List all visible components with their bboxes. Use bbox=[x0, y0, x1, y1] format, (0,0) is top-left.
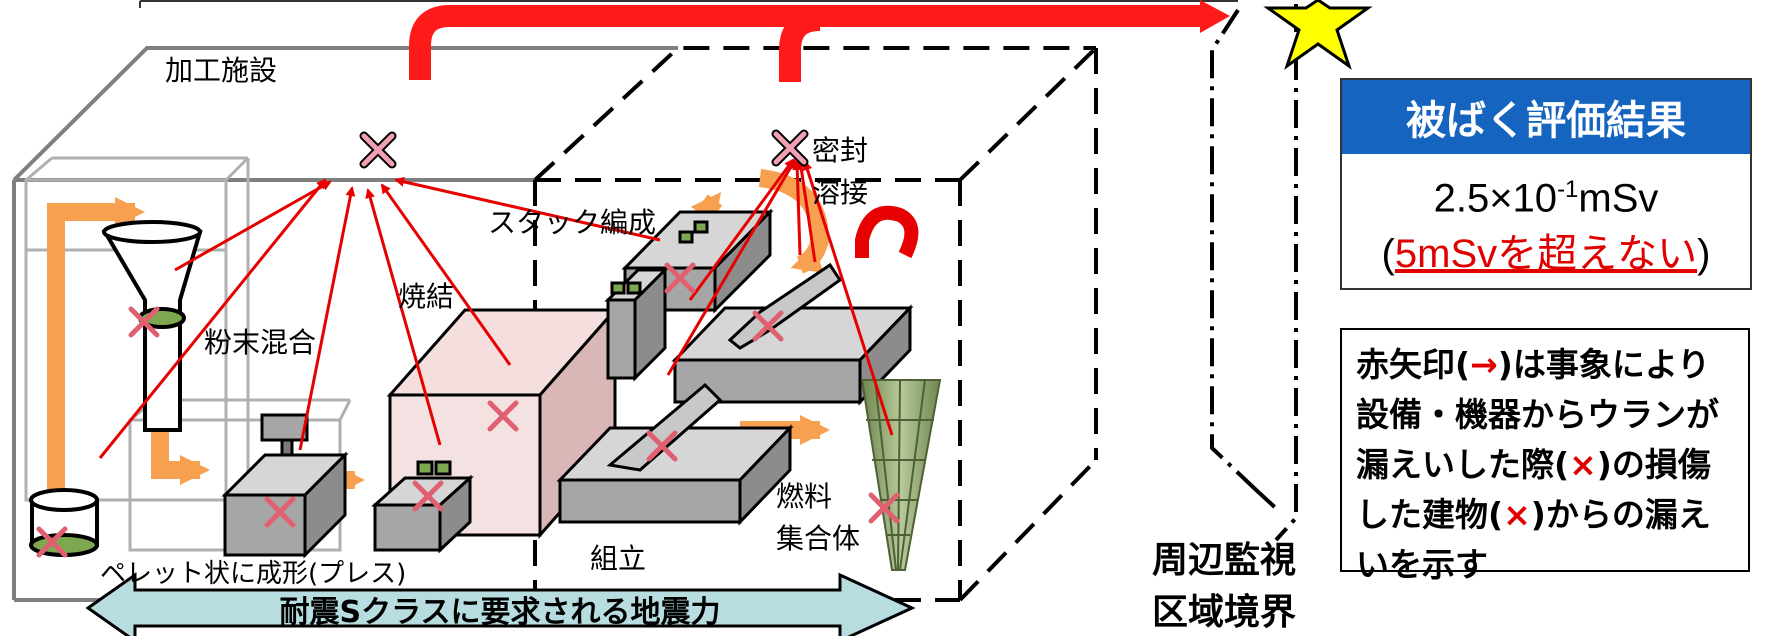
leak-arrows bbox=[98, 158, 894, 459]
dose-note: (5mSvを超えない) bbox=[1342, 226, 1750, 282]
pellet-press-label: ペレット状に成形(プレス) bbox=[100, 559, 406, 589]
leak-marks bbox=[36, 129, 900, 558]
monitoring-boundary bbox=[1210, 4, 1298, 542]
legend-line-5: いを示す bbox=[1356, 545, 1488, 584]
star-icon bbox=[1263, 0, 1373, 70]
x-mark-icon bbox=[752, 310, 784, 342]
red-arrow-icon: → bbox=[1470, 345, 1498, 384]
x-mark-icon bbox=[664, 262, 696, 294]
result-title: 被ばく評価結果 bbox=[1342, 80, 1750, 154]
dose-value: 2.5×10-1mSv bbox=[1342, 162, 1750, 226]
x-mark-icon bbox=[36, 526, 68, 558]
x-mark-icon bbox=[264, 496, 296, 528]
stack-table bbox=[604, 208, 774, 382]
x-mark-icon bbox=[359, 131, 397, 169]
facility-label: 加工施設 bbox=[165, 54, 277, 87]
powder-mixing-label: 粉末混合 bbox=[204, 326, 316, 359]
note-close: ) bbox=[1697, 232, 1711, 277]
legend-line-3: 漏えいした際(×)の損傷 bbox=[1356, 440, 1734, 490]
seismic-label: 耐震Sクラスに要求される地震力 bbox=[279, 595, 720, 630]
press-machine bbox=[221, 413, 349, 559]
x-mark-icon bbox=[868, 492, 900, 524]
release-arrows bbox=[409, 5, 1205, 82]
legend-text: した建物( bbox=[1356, 495, 1504, 534]
sintering-label: 焼結 bbox=[398, 280, 454, 313]
x-mark-icon: × bbox=[1503, 495, 1531, 534]
powder-container bbox=[29, 488, 99, 557]
release-arrowhead bbox=[1200, 0, 1230, 33]
exposure-result-panel: 被ばく評価結果 2.5×10-1mSv (5mSvを超えない) bbox=[1340, 78, 1752, 290]
legend-text: )の損傷 bbox=[1596, 445, 1711, 484]
legend-line-1: 赤矢印(→)は事象により bbox=[1356, 340, 1734, 390]
legend-text: )からの漏え bbox=[1530, 495, 1711, 534]
legend-text: )は事象により bbox=[1497, 345, 1711, 384]
dose-unit: mSv bbox=[1578, 176, 1659, 221]
fuel-assembly-label-1: 燃料 bbox=[776, 480, 832, 513]
fuel-assembly bbox=[860, 379, 942, 571]
dose-prefix: 2.5×10 bbox=[1433, 176, 1558, 221]
seal-weld-label-2: 溶接 bbox=[812, 176, 868, 209]
seal-weld-label-1: 密封 bbox=[812, 134, 868, 167]
weld-hook bbox=[855, 205, 919, 259]
x-mark-icon bbox=[412, 480, 444, 512]
legend-panel: 赤矢印(→)は事象により 設備・機器からウランが 漏えいした際(×)の損傷 した… bbox=[1340, 328, 1750, 584]
x-mark-icon: × bbox=[1569, 445, 1597, 484]
stack-label: スタック編成 bbox=[488, 206, 656, 239]
result-body: 2.5×10-1mSv (5mSvを超えない) bbox=[1342, 154, 1750, 282]
legend-text: 赤矢印( bbox=[1356, 345, 1471, 384]
boundary-label-1: 周辺監視 bbox=[1152, 540, 1296, 581]
seismic-arrow: 耐震Sクラスに要求される地震力 bbox=[85, 572, 916, 636]
assembly-label: 組立 bbox=[590, 542, 646, 575]
x-mark-icon bbox=[128, 306, 160, 338]
dose-limit-note: 5mSvを超えない bbox=[1394, 232, 1698, 277]
x-mark-icon bbox=[771, 129, 809, 167]
x-mark-icon bbox=[646, 430, 678, 462]
note-open: ( bbox=[1381, 232, 1395, 277]
legend-line-2: 設備・機器からウランが bbox=[1356, 395, 1719, 434]
legend-text: 漏えいした際( bbox=[1356, 445, 1570, 484]
legend-line-4: した建物(×)からの漏え bbox=[1356, 490, 1734, 540]
x-mark-icon bbox=[487, 400, 519, 432]
assembly-table bbox=[556, 382, 794, 526]
boundary-label-2: 区域境界 bbox=[1152, 592, 1296, 633]
dose-exponent: -1 bbox=[1557, 176, 1579, 203]
fuel-assembly-label-2: 集合体 bbox=[776, 522, 860, 555]
